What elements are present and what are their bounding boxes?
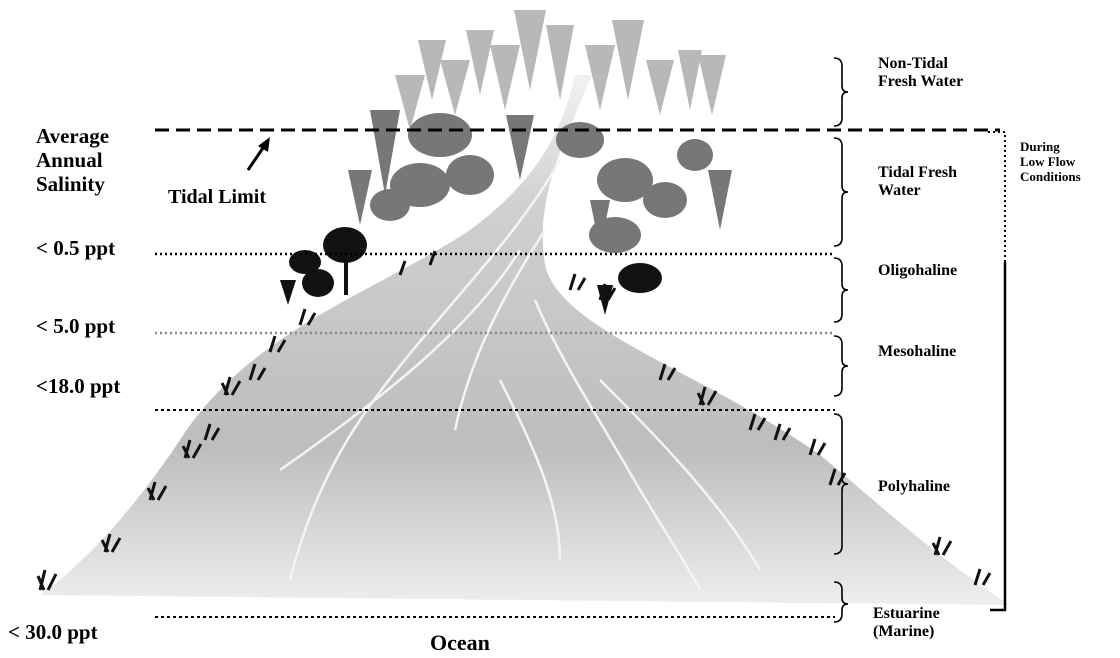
zone-line: Tidal Fresh (878, 164, 957, 181)
low-flow-line: During (1020, 139, 1060, 154)
zone-line: Non-Tidal (878, 55, 948, 72)
average-salinity-heading: Average Annual Salinity (36, 124, 109, 196)
low-flow-line: Low Flow (1020, 153, 1076, 169)
heading-line-1: Average (36, 124, 110, 148)
heading-line-2: Annual (36, 148, 103, 173)
zone-oligohaline: Oligohaline (878, 262, 957, 280)
far-forest (395, 10, 726, 130)
salinity-threshold-5-0: < 5.0 ppt (36, 314, 116, 338)
low-flow-bracket-solid (990, 262, 1007, 612)
zone-line: Oligohaline (878, 262, 958, 279)
zone-line: Estuarine (873, 605, 940, 622)
tidal-limit-label: Tidal Limit (168, 186, 266, 208)
low-flow-note: During Low Flow Conditions (1020, 139, 1081, 185)
zone-line: Polyhaline (878, 478, 951, 495)
ocean-label: Ocean (430, 630, 490, 655)
zone-non-tidal-fresh: Non-Tidal Fresh Water (878, 55, 963, 92)
zone-mesohaline: Mesohaline (878, 343, 956, 361)
zone-estuarine-marine: Estuarine (Marine) (873, 605, 940, 642)
river-streaks (279, 159, 762, 591)
near-forest (280, 227, 662, 315)
zone-line: Fresh Water (878, 73, 964, 91)
salinity-threshold-18-0: <18.0 ppt (36, 374, 121, 398)
salinity-threshold-0-5: < 0.5 ppt (36, 236, 116, 260)
low-flow-bracket-dotted (988, 131, 1006, 262)
zone-line: Water (878, 182, 921, 200)
tidal-limit-arrow (246, 137, 270, 171)
zone-line: Mesohaline (878, 343, 957, 360)
heading-line-3: Salinity (36, 172, 105, 197)
zone-braces (833, 57, 849, 623)
low-flow-line: Conditions (1020, 168, 1081, 184)
river (40, 75, 1010, 605)
salinity-threshold-30-0: < 30.0 ppt (8, 620, 98, 644)
zone-tidal-fresh: Tidal Fresh Water (878, 164, 957, 201)
zone-line: (Marine) (873, 623, 935, 641)
shrubs (36, 250, 992, 591)
zone-polyhaline: Polyhaline (878, 478, 950, 496)
mid-forest (348, 110, 732, 253)
